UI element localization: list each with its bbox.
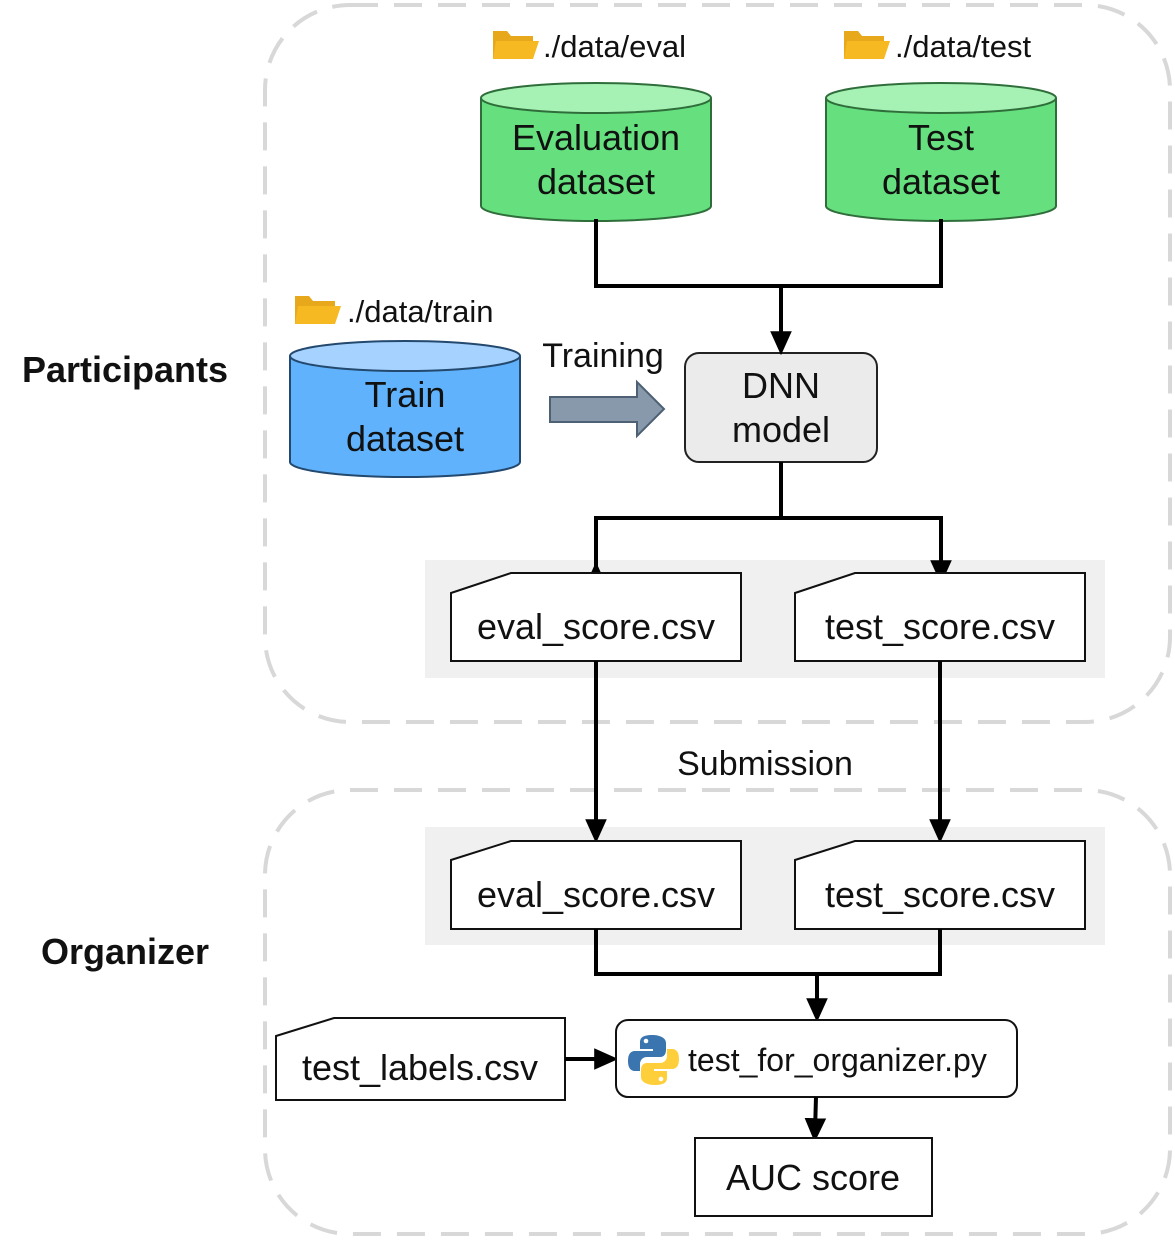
folder-icon xyxy=(844,31,890,59)
train-dataset-label: dataset xyxy=(346,418,464,459)
train-dataset: Train dataset xyxy=(289,340,521,478)
dnn-model-label: DNN xyxy=(742,365,820,406)
auc-score-result: AUC score xyxy=(694,1137,933,1217)
evaluation-dataset-label: dataset xyxy=(537,161,655,202)
evaluation-dataset-label: Evaluation xyxy=(512,117,680,158)
train-dataset-label: Train xyxy=(365,374,446,415)
organizer-title: Organizer xyxy=(41,931,209,972)
test-dataset-label: Test xyxy=(908,117,974,158)
connector-line xyxy=(594,929,942,976)
dnn-model: DNN model xyxy=(684,352,878,463)
organizer-script-filename: test_for_organizer.py xyxy=(688,1042,987,1078)
eval-score-file: eval_score.csv xyxy=(450,572,742,662)
organizer-region xyxy=(263,788,1172,1236)
evaluation-dataset: Evaluation dataset xyxy=(480,82,712,222)
organizer-script: test_for_organizer.py xyxy=(615,1019,1018,1098)
test-folder-path: ./data/test xyxy=(895,29,1032,64)
test-labels-filename: test_labels.csv xyxy=(302,1047,538,1088)
test-dataset: Test dataset xyxy=(825,82,1057,222)
dnn-model-label: model xyxy=(732,409,830,450)
participants-title: Participants xyxy=(22,349,228,390)
test-score-filename: test_score.csv xyxy=(825,606,1055,647)
test-labels-file: test_labels.csv xyxy=(275,1017,566,1101)
submission-label: Submission xyxy=(677,745,853,783)
auc-score-label: AUC score xyxy=(726,1157,900,1198)
folder-icon xyxy=(493,31,539,59)
training-arrow xyxy=(549,379,666,439)
eval-score-filename: eval_score.csv xyxy=(477,606,715,647)
test-dataset-label: dataset xyxy=(882,161,1000,202)
participants-region xyxy=(263,3,1172,724)
eval-score-file: eval_score.csv xyxy=(450,840,742,930)
folder-icon xyxy=(295,296,341,324)
connector-line xyxy=(594,219,943,288)
test-score-file: test_score.csv xyxy=(794,572,1086,662)
python-logo-icon xyxy=(628,1035,679,1085)
train-folder-path: ./data/train xyxy=(347,294,493,329)
test-score-filename: test_score.csv xyxy=(825,874,1055,915)
connector-arrow xyxy=(804,1096,827,1143)
test-score-file: test_score.csv xyxy=(794,840,1086,930)
submission-label-bg xyxy=(660,735,870,781)
eval-folder-path: ./data/eval xyxy=(543,29,686,64)
connector-arrow xyxy=(585,516,952,586)
eval-score-filename: eval_score.csv xyxy=(477,874,715,915)
training-label: Training xyxy=(542,337,664,375)
